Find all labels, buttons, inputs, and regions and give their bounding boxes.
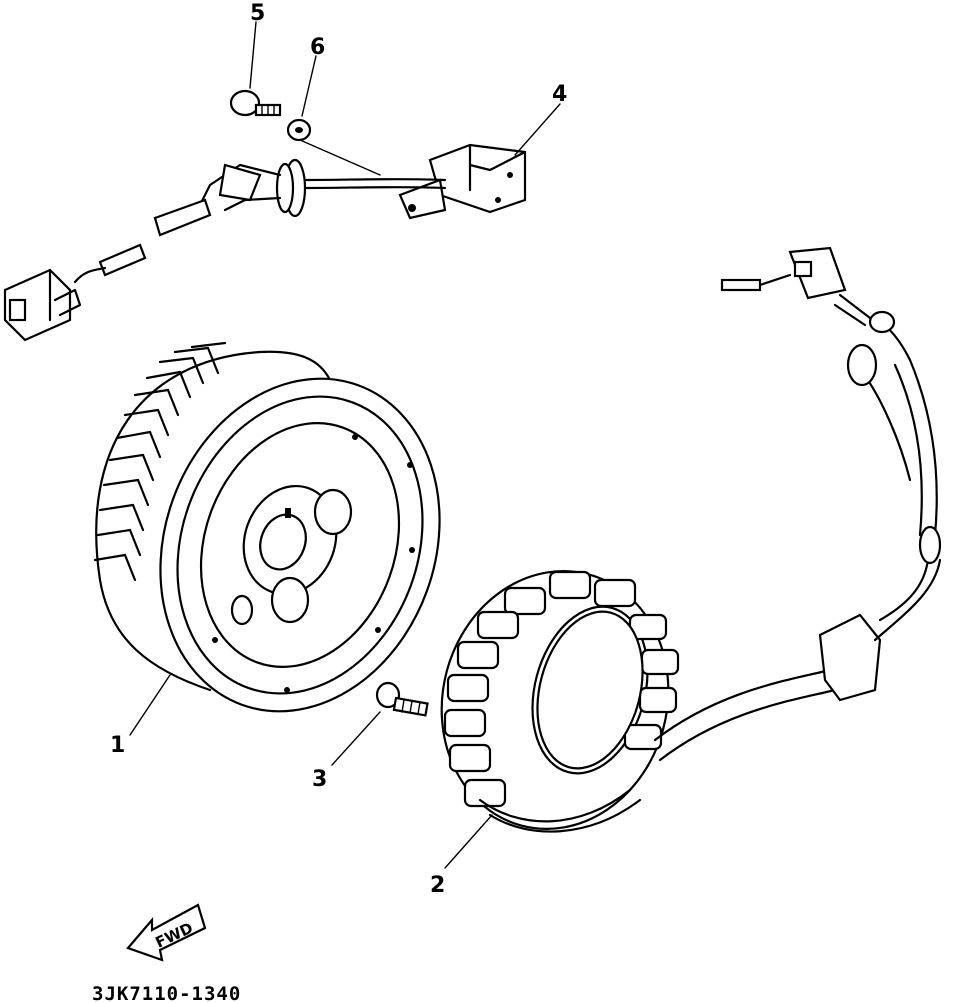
leader-line-4 [514,103,561,156]
part-label-4: 4 [552,82,567,107]
part-label-3: 3 [312,767,327,792]
stator-harness [653,246,942,762]
leader-line-1 [129,674,171,736]
pickup-coil-part-4 [3,139,527,342]
washer-part-6 [286,118,312,142]
flywheel-rotor-part-1 [93,341,441,713]
part-label-5: 5 [250,1,265,26]
screw-part-3 [375,681,429,717]
leader-line-2 [444,814,493,869]
part-label-6: 6 [310,35,325,60]
leader-line-5 [249,21,257,89]
leader-line-6 [301,55,317,117]
part-label-2: 2 [430,873,445,898]
leader-line-3 [331,711,381,766]
part-label-1: 1 [110,733,125,758]
stator-windings [443,570,680,808]
forward-arrow: FWD [126,903,207,962]
bolt-part-5 [229,89,282,117]
rotor-fins [93,341,227,582]
stator-coil-part-2 [440,570,680,833]
drawing-code: 3JK7110-1340 [92,983,241,1003]
